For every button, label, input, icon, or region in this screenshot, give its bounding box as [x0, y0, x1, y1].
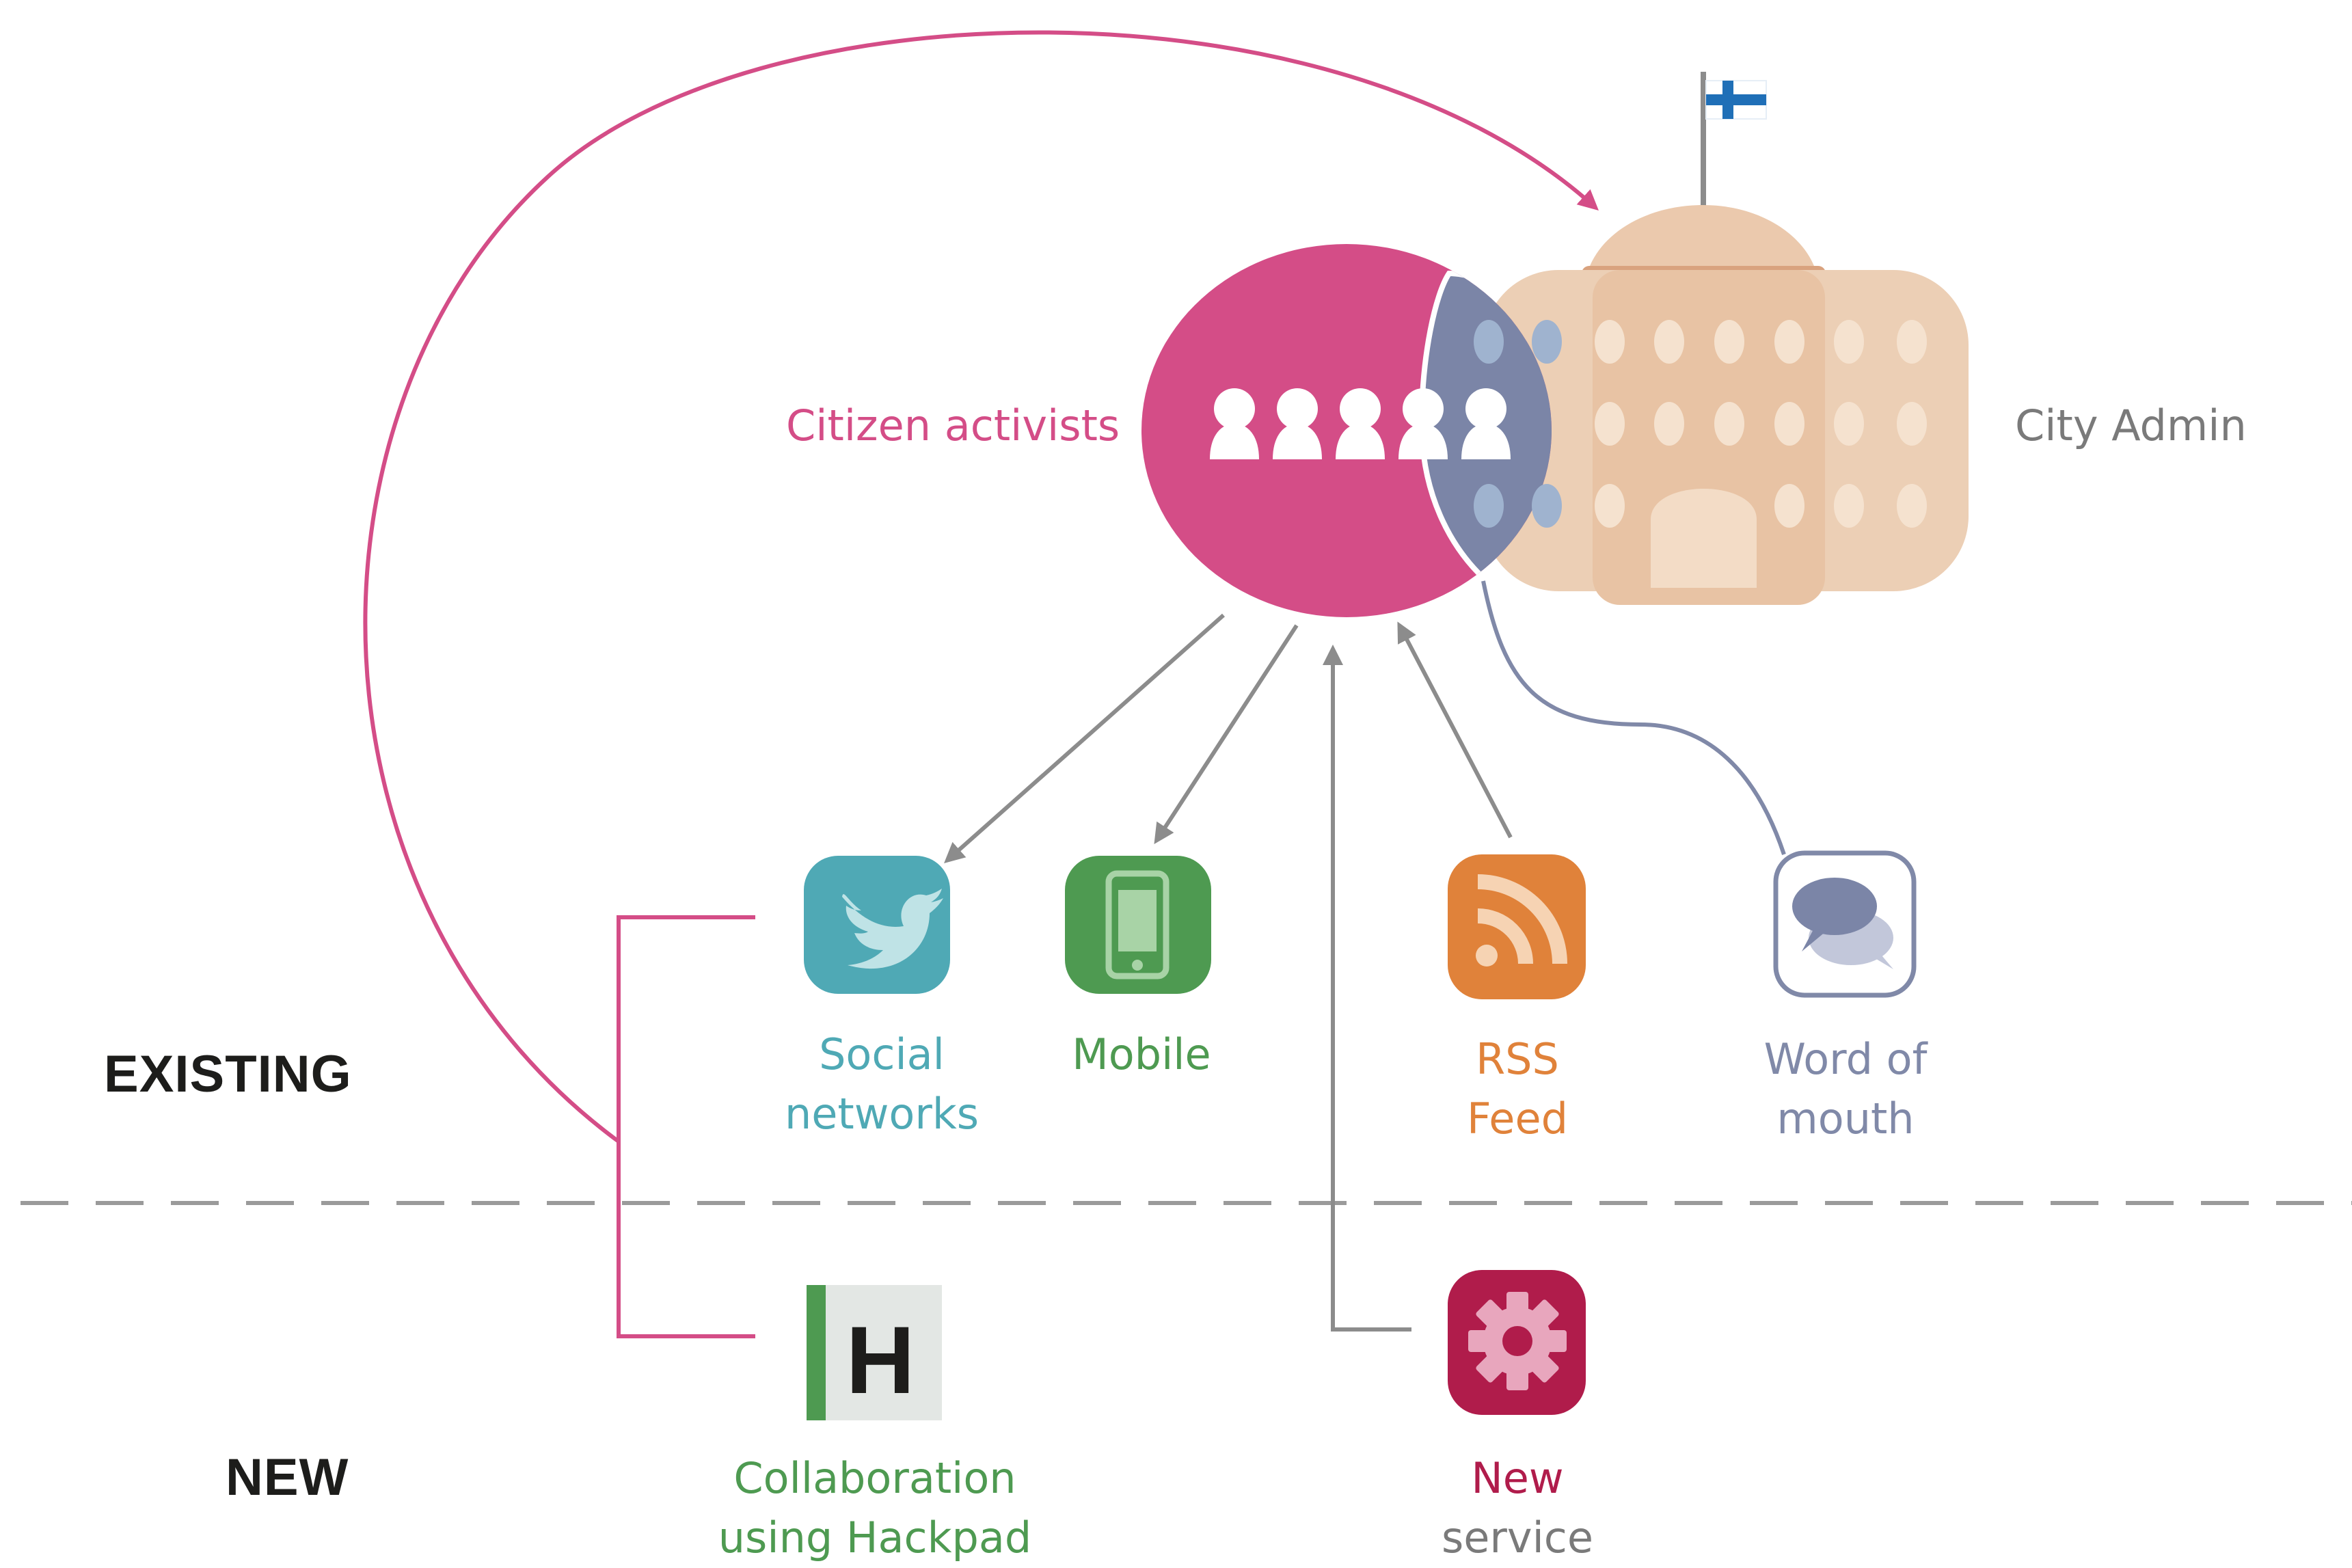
hackpad-icon: H [807, 1285, 942, 1420]
people-icon [1210, 388, 1511, 459]
gear-icon [1448, 1270, 1586, 1415]
svg-text:H: H [846, 1306, 915, 1414]
speech-bubbles-icon [1773, 850, 1917, 998]
hackpad-social-bracket [617, 915, 755, 1338]
window [1897, 320, 1927, 364]
window [1654, 402, 1684, 446]
window [1595, 402, 1625, 446]
window [1595, 320, 1625, 364]
window [1714, 320, 1744, 364]
mobile-phone-icon [1065, 856, 1211, 994]
overlap-windows [1474, 320, 1562, 528]
city-admin-label: City Admin [2015, 401, 2247, 450]
city-hall-icon [1483, 72, 1969, 605]
building-windows [1595, 320, 1927, 528]
twitter-bird-icon [804, 856, 950, 994]
finnish-flag-icon [1705, 80, 1767, 120]
feedback-loop-arrow [363, 30, 1599, 1144]
window [1897, 402, 1927, 446]
window [1774, 484, 1804, 528]
arrow-to-mobile [1154, 624, 1299, 845]
window [1714, 402, 1744, 446]
person-figure [1273, 388, 1322, 459]
new-section-label: NEW [226, 1448, 349, 1506]
person-figure [1461, 388, 1511, 459]
arrow-to-social [944, 613, 1225, 863]
rss-icon [1448, 854, 1586, 999]
person-figure [1210, 388, 1259, 459]
window [1654, 320, 1684, 364]
arrow-from-rss [1397, 621, 1513, 839]
mobile-label: Mobile [1072, 1029, 1211, 1079]
window [1834, 484, 1864, 528]
window [1834, 402, 1864, 446]
citizen-activists-label: Citizen activists [786, 401, 1120, 450]
window [1774, 320, 1804, 364]
word-of-mouth-connector [1481, 580, 1786, 855]
arrow-from-new-service [1323, 645, 1411, 1332]
window [1774, 402, 1804, 446]
window [1834, 320, 1864, 364]
person-figure [1398, 388, 1448, 459]
window [1595, 484, 1625, 528]
person-figure [1336, 388, 1385, 459]
window [1897, 484, 1927, 528]
existing-section-label: EXISTING [104, 1045, 352, 1103]
